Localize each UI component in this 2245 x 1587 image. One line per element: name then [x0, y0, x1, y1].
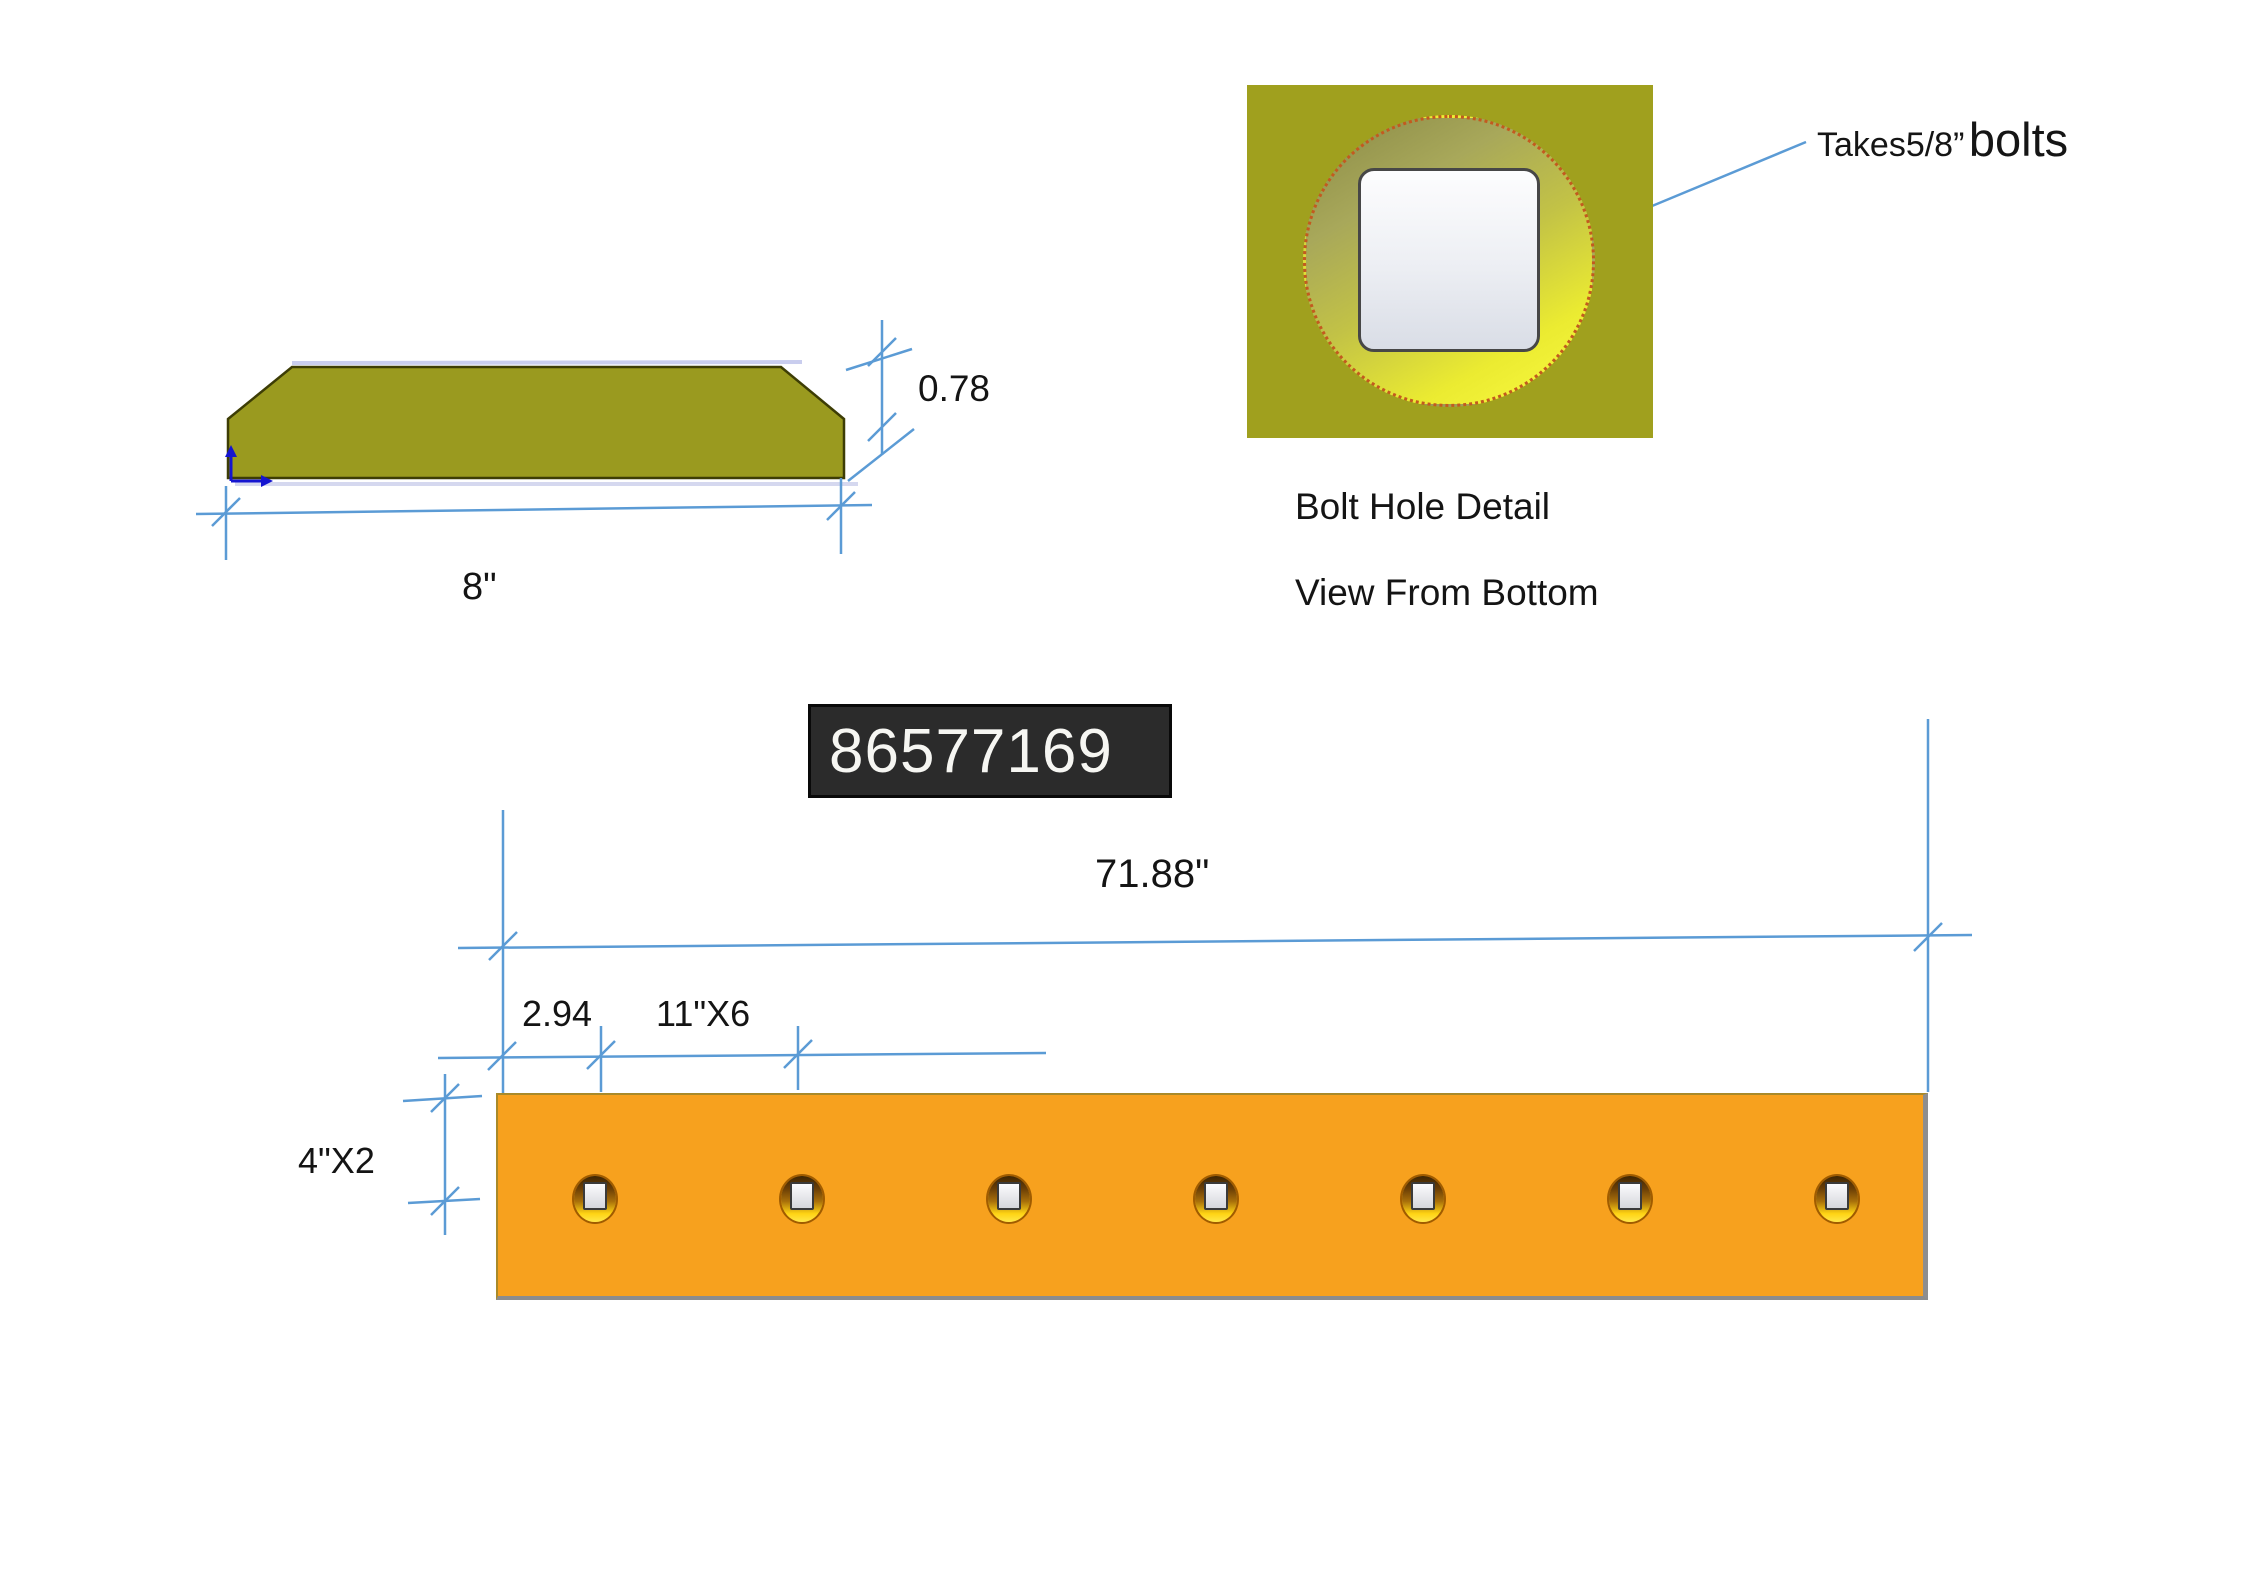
bolt-size-note-prefix: Takes5/8”: [1817, 126, 1965, 164]
bolt-hole-square: [790, 1182, 814, 1211]
bar-length-label: 71.88": [1095, 852, 1210, 896]
bolt-hole-square: [1825, 1182, 1849, 1211]
bolt-hole-square: [1411, 1182, 1435, 1211]
bolt-hole: [1609, 1176, 1651, 1222]
profile-thickness-label: 0.78: [918, 368, 991, 409]
detail-caption-line1: Bolt Hole Detail: [1295, 486, 1551, 527]
bolt-hole-square: [1204, 1182, 1228, 1211]
origin-marker-icon: [225, 445, 273, 487]
bolt-hole-square: [997, 1182, 1021, 1211]
cross-section-profile: [226, 360, 858, 486]
bar-edge-offset-label: 2.94: [522, 993, 593, 1034]
detail-caption-line2: View From Bottom: [1295, 572, 1599, 613]
part-number: 86577169: [829, 716, 1113, 786]
bar-height-label: 4"X2: [298, 1140, 375, 1181]
bolt-size-note-suffix: bolts: [1968, 113, 2069, 166]
bolt-hole: [781, 1176, 823, 1222]
dimension-lines: [195, 140, 1973, 1235]
bolt-hole-square: [1358, 168, 1540, 352]
bolt-hole: [1195, 1176, 1237, 1222]
part-number-plate: 86577169: [808, 704, 1172, 798]
bolt-size-note: Takes5/8” bolts: [1817, 112, 2068, 167]
bolt-hole-square: [583, 1182, 607, 1211]
bolt-hole: [1816, 1176, 1858, 1222]
bolt-hole: [574, 1176, 616, 1222]
bar-hole-spacing-label: 11"X6: [656, 993, 751, 1034]
bolt-hole-square: [1618, 1182, 1642, 1211]
profile-width-label: 8": [462, 566, 497, 608]
bolt-hole: [988, 1176, 1030, 1222]
bolt-hole: [1402, 1176, 1444, 1222]
